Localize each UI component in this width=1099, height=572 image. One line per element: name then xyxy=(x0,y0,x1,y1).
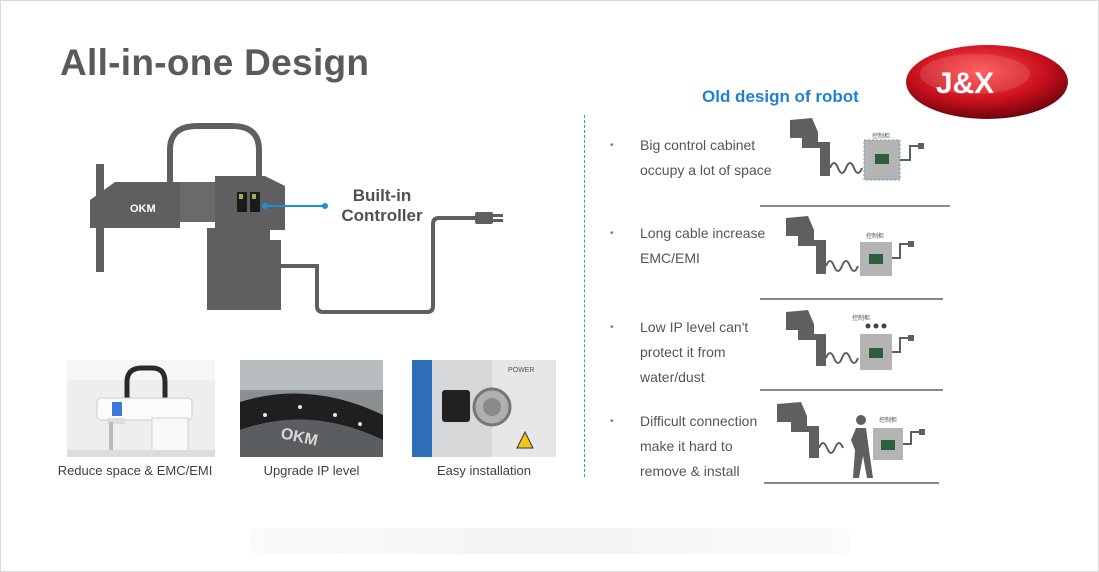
built-in-controller-label: Built-in Controller xyxy=(341,186,423,225)
logo-text: J&X xyxy=(936,67,994,100)
caption-easy-installation: Easy installation xyxy=(437,463,531,478)
old-design-text: Long cable increase EMC/EMI xyxy=(640,225,766,266)
faint-footer-band xyxy=(250,528,850,554)
divider-line xyxy=(584,115,585,477)
bullet-marker: • xyxy=(610,322,614,333)
thumbnail-easy-installation: POWER xyxy=(412,360,556,457)
power-label: POWER xyxy=(508,367,534,374)
old-design-text: Low IP level can't protect it from water… xyxy=(640,319,749,385)
bullet-marker: • xyxy=(610,416,614,427)
row-separator xyxy=(760,298,943,300)
old-design-text: Difficult connection make it hard to rem… xyxy=(640,413,758,479)
old-design-title: Old design of robot xyxy=(702,87,859,106)
caption-ip-level: Upgrade IP level xyxy=(263,463,360,478)
old-robot-water-illustration: 控制柜 xyxy=(786,310,914,370)
row-separator xyxy=(760,389,943,391)
cabinet-label: 控制柜 xyxy=(879,416,897,424)
robot-illustration: OKM xyxy=(90,123,503,314)
bullet-marker: • xyxy=(610,228,614,239)
caption-reduce-space: Reduce space & EMC/EMI xyxy=(57,463,213,478)
old-robot-cable-illustration: 控制柜 xyxy=(786,216,914,276)
thumbnail-ip-level: OKM xyxy=(240,360,383,457)
slide-title: All-in-one Design xyxy=(60,42,370,83)
bullet-marker: • xyxy=(610,140,614,151)
old-design-text: Big control cabinet occupy a lot of spac… xyxy=(640,137,772,178)
cabinet-label: 控制柜 xyxy=(872,132,890,140)
thumbnail-reduce-space xyxy=(67,360,215,457)
row-separator xyxy=(764,482,939,484)
old-robot-install-illustration: 控制柜 xyxy=(777,402,925,478)
old-robot-cabinet-illustration: 控制柜 xyxy=(790,118,924,181)
jx-logo: J&X xyxy=(906,45,1068,119)
row-separator xyxy=(760,205,950,207)
cabinet-label: 控制柜 xyxy=(852,314,870,322)
robot-brand-text: OKM xyxy=(130,203,156,215)
cabinet-label: 控制柜 xyxy=(866,232,884,240)
